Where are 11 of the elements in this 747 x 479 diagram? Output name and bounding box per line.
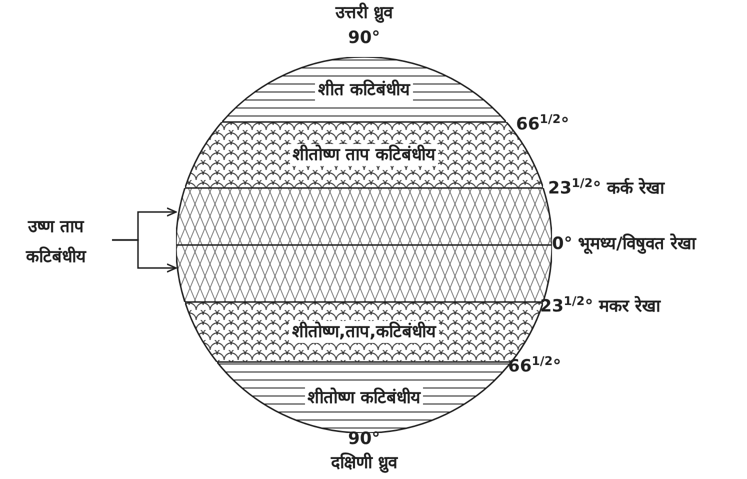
latitude-label: 23$^{1/2}$° मकर रेखा (540, 293, 660, 318)
zone-label: शीतोष्ण ताप कटिबंधीय (290, 144, 438, 166)
zone-label: शीतोष्ण,ताप,कटिबंधीय (289, 321, 439, 343)
latitude-label: 90° (348, 27, 380, 49)
zone-label: शीत कटिबंधीय (315, 78, 413, 100)
latitude-label: 66$^{1/2}$° (516, 111, 570, 136)
arrow (112, 239, 177, 273)
pole-label: दक्षिणी ध्रुव (331, 452, 397, 474)
pole-label: उत्तरी ध्रुव (336, 2, 392, 24)
latitude-label: 23$^{1/2}$° कर्क रेखा (548, 175, 664, 200)
latitude-label: 0° भूमध्य/विषुवत रेखा (552, 233, 696, 255)
